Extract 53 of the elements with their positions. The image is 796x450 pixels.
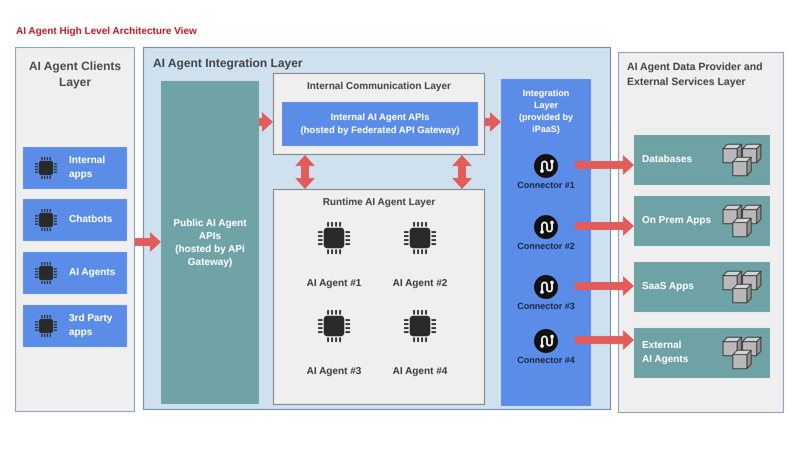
agent-label: AI Agent #3: [306, 365, 362, 378]
panel-text: (provided by iPaaS): [518, 111, 574, 135]
agent-label: AI Agent #4: [392, 365, 448, 378]
arrow: [575, 155, 634, 175]
client-label: Chatbots: [69, 213, 112, 227]
service-box: [634, 328, 770, 378]
arrow: [259, 112, 273, 132]
double-arrow: [452, 155, 472, 189]
connector-label: Connector #1: [517, 179, 575, 191]
api-box: [282, 102, 478, 146]
layer-panel: [273, 189, 485, 405]
service-label: External AI Agents: [642, 339, 690, 367]
client-box: [23, 305, 127, 347]
connector-label: Connector #2: [517, 240, 575, 252]
arrow: [575, 330, 634, 350]
diagram-title: AI Agent High Level Architecture View: [16, 25, 197, 38]
panel-text: Public AI Agent APIs: [172, 216, 248, 242]
panel-text: (hosted by APi Gateway): [174, 242, 246, 268]
arrow: [485, 112, 501, 132]
service-label: Databases: [642, 153, 692, 167]
service-box: [634, 196, 770, 246]
connector-label: Connector #4: [517, 354, 575, 366]
service-box: [634, 135, 770, 185]
layer-panel: [143, 47, 611, 410]
agent-label: AI Agent #2: [392, 277, 448, 290]
panel-text: Integration Layer: [522, 87, 570, 111]
service-label: SaaS Apps: [642, 280, 694, 294]
client-label: 3rd Party apps: [69, 312, 114, 340]
client-box: [23, 199, 127, 241]
arrow: [575, 276, 634, 296]
service-box: [634, 262, 770, 312]
api-text: Internal AI Agent APIs: [330, 111, 430, 124]
arrow: [575, 216, 634, 236]
layer-title: AI Agent Clients Layer: [28, 58, 122, 90]
client-label: Internal apps: [69, 154, 106, 182]
connector-label: Connector #3: [517, 300, 575, 312]
client-label: AI Agents: [69, 266, 116, 280]
layer-title: AI Agent Data Provider and External Services Layer: [627, 60, 764, 90]
layer-panel: [15, 47, 135, 412]
layer-panel: [273, 73, 485, 155]
client-box: [23, 147, 127, 189]
api-text: (hosted by Federated API Gateway): [300, 124, 460, 137]
layer-title: AI Agent Integration Layer: [153, 55, 303, 71]
client-box: [23, 252, 127, 294]
layer-title: Internal Communication Layer: [307, 80, 451, 94]
layer-title: Runtime AI Agent Layer: [322, 196, 436, 210]
arrow: [135, 232, 161, 252]
double-arrow: [295, 155, 315, 189]
layer-panel: [618, 52, 784, 413]
api-gateway-panel: [161, 81, 259, 404]
service-label: On Prem Apps: [642, 214, 712, 228]
agent-label: AI Agent #1: [306, 277, 362, 290]
integration-panel: [501, 79, 591, 406]
